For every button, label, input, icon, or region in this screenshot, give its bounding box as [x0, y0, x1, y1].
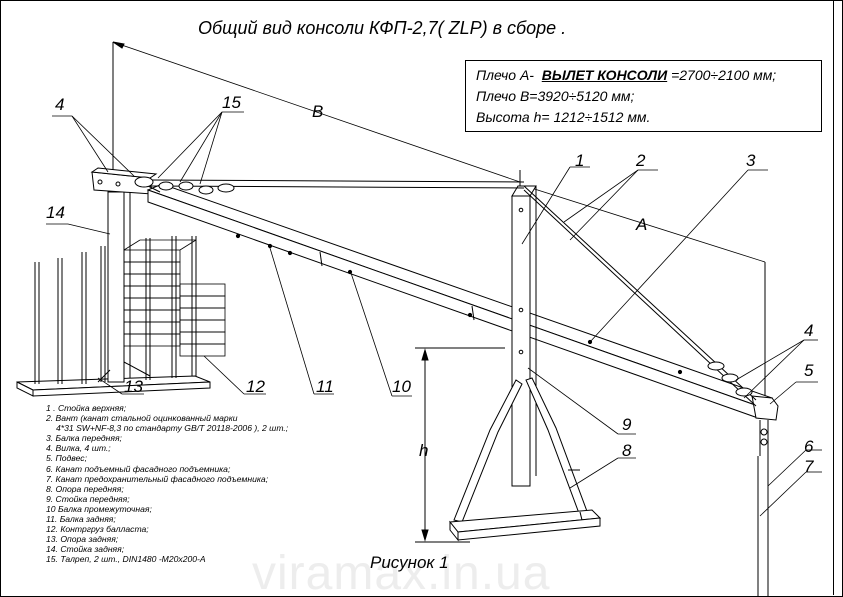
figure-caption: Рисунок 1 — [370, 553, 449, 572]
legend-item: 2. Вант (канат стальной оцинкованный мар… — [46, 413, 238, 424]
legend-item: 14. Стойка задняя; — [46, 544, 125, 555]
parts-legend: 1 . Стойка верхняя; 2. Вант (канат сталь… — [46, 403, 288, 565]
legend-item: 15. Талреп, 2 шт., DIN1480 -M20x200-A — [46, 554, 206, 565]
counterweight-stack — [123, 239, 226, 357]
legend-item: 8. Опора передняя; — [46, 483, 124, 494]
spec-emphasis: ВЫЛЕТ КОНСОЛИ — [541, 67, 668, 83]
turnbuckles — [134, 176, 753, 397]
dimension-a-label: A — [635, 215, 647, 234]
watermark: viramax.in.ua — [252, 547, 551, 597]
legend-item: 6. Канат подъемный фасадного подъемника; — [46, 463, 231, 474]
dimension-h-label: h — [419, 441, 428, 460]
main-beam — [146, 183, 774, 419]
legend-item: 12. Контргруз балласта; — [46, 524, 149, 535]
legend-item: 3. Балка передняя; — [46, 433, 122, 444]
sheet-frame-margin-line — [833, 0, 834, 595]
callout-10: 10 — [392, 377, 411, 396]
callout-2: 2 — [635, 151, 646, 170]
callout-5: 5 — [804, 361, 814, 380]
rear-base — [16, 236, 211, 397]
rear-post — [97, 187, 151, 383]
callout-6: 6 — [804, 437, 814, 456]
beam-tip-block — [751, 395, 779, 456]
legend-item: 9. Стойка передняя; — [46, 493, 130, 504]
dimension-h — [415, 347, 505, 543]
dimension-b — [112, 41, 521, 192]
hoist-ropes — [757, 456, 769, 597]
drawing-title: Общий вид консоли КФП-2,7( ZLP) в сборе … — [198, 18, 567, 38]
callout-3: 3 — [746, 151, 756, 170]
callout-7: 7 — [804, 457, 814, 476]
callout-leaders — [46, 111, 822, 517]
callout-13: 13 — [124, 377, 143, 396]
callout-4-rear: 4 — [55, 95, 64, 114]
spec-line-height: Высота h= 1212÷1512 мм. — [476, 109, 651, 125]
callout-9: 9 — [622, 415, 632, 434]
spec-line-arm-b: Плечо В=3920÷5120 мм; — [476, 88, 635, 104]
spec-box: Плечо А- ВЫЛЕТ КОНСОЛИ =2700÷2100 мм; Пл… — [465, 60, 822, 132]
callout-1: 1 — [575, 151, 584, 170]
callout-8: 8 — [622, 441, 632, 460]
legend-item: 5. Подвес; — [46, 453, 87, 464]
legend-item: 7. Канат предохранительный фасадного под… — [46, 473, 269, 484]
rear-top-head — [90, 167, 158, 195]
callout-11: 11 — [316, 377, 334, 396]
legend-item: 10 Балка промежуточная; — [46, 503, 152, 514]
dimension-a — [524, 185, 766, 400]
legend-item: 13. Опора задняя; — [46, 534, 119, 545]
front-mast — [511, 185, 537, 487]
spec-line-arm-a: Плечо А- ВЫЛЕТ КОНСОЛИ =2700÷2100 мм; — [476, 67, 777, 83]
legend-item: 1 . Стойка верхняя; — [46, 403, 127, 413]
legend-item: 4. Вилка, 4 шт.; — [46, 443, 111, 454]
callout-15: 15 — [222, 93, 241, 112]
callout-4-front: 4 — [804, 321, 813, 340]
dimension-b-label: B — [312, 102, 323, 121]
callout-12: 12 — [246, 377, 265, 396]
front-support — [449, 377, 602, 542]
legend-item: 11. Балка задняя; — [46, 514, 116, 525]
legend-item: 4*31 SW+NF-8,3 по стандарту GB/T 20118-2… — [56, 423, 289, 434]
callout-14: 14 — [46, 203, 65, 222]
